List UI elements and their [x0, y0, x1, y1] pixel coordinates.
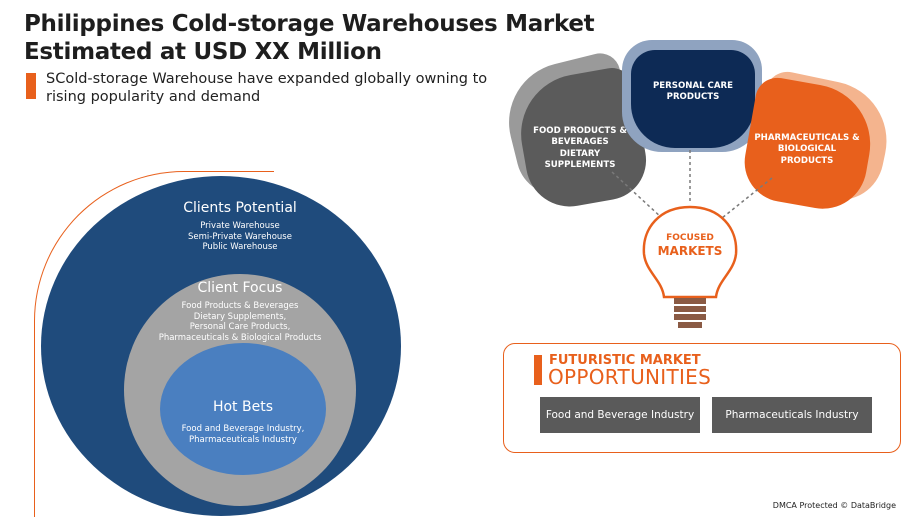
- list-item: Food Products & Beverages: [181, 301, 299, 311]
- petal-personal-care: [631, 50, 755, 148]
- bulb-base-3: [674, 314, 706, 320]
- opportunities-box: [503, 343, 901, 453]
- list-item: Personal Care Products,: [189, 322, 291, 332]
- hot-bets-heading: Hot Bets: [212, 399, 274, 415]
- clients-potential-block: Clients Potential Private Warehouse Semi…: [131, 199, 349, 253]
- list-item: Public Warehouse: [202, 242, 278, 252]
- opportunities-title-line2: OPPORTUNITIES: [548, 365, 712, 389]
- subtitle-accent-bar: [26, 73, 36, 99]
- bulb-base-4: [678, 322, 702, 328]
- client-focus-heading: Client Focus: [197, 280, 283, 296]
- client-focus-list: Food Products & Beverages Dietary Supple…: [130, 301, 350, 343]
- bulb-base-2: [674, 306, 706, 312]
- clients-potential-list: Private Warehouse Semi-Private Warehouse…: [131, 221, 349, 253]
- opportunity-pharmaceuticals: Pharmaceuticals Industry: [708, 397, 872, 439]
- clients-potential-heading: Clients Potential: [183, 200, 297, 216]
- petal-personal-care-label: PERSONAL CARE PRODUCTS: [652, 81, 734, 103]
- bulb-label-line1: FOCUSED: [666, 233, 714, 243]
- list-item: Dietary Supplements,: [193, 311, 287, 322]
- opportunities-accent-bar: [534, 355, 542, 385]
- hot-bets-block: Hot Bets Food and Beverage Industry, Pha…: [160, 398, 326, 445]
- subtitle: SCold-storage Warehouse have expanded gl…: [46, 71, 488, 105]
- list-item: Food and Beverage Industry,: [181, 424, 305, 434]
- page-title: Philippines Cold-storage Warehouses Mark…: [24, 11, 595, 65]
- bulb-base-1: [674, 298, 706, 304]
- circle-hot-bets: [160, 343, 326, 475]
- hot-bets-list: Food and Beverage Industry, Pharmaceutic…: [160, 424, 326, 445]
- list-item: Pharmaceuticals & Biological Products: [158, 332, 322, 343]
- petal-pharmaceuticals-label: PHARMACEUTICALS & BIOLOGICAL PRODUCTS: [754, 133, 860, 166]
- opportunity-food-beverage: Food and Beverage Industry: [536, 397, 700, 439]
- client-focus-block: Client Focus Food Products & Beverages D…: [130, 279, 350, 343]
- footer-copyright: DMCA Protected © DataBridge: [772, 501, 896, 510]
- bulb-label-line2: MARKETS: [657, 244, 723, 258]
- list-item: Pharmaceuticals Industry: [189, 434, 297, 445]
- list-item: Private Warehouse: [200, 221, 280, 231]
- list-item: Semi-Private Warehouse: [188, 231, 292, 242]
- opportunities-title-line1: FUTURISTIC MARKET: [549, 353, 701, 368]
- petal-food-products-label: FOOD PRODUCTS & BEVERAGES DIETARY SUPPLE…: [533, 126, 627, 171]
